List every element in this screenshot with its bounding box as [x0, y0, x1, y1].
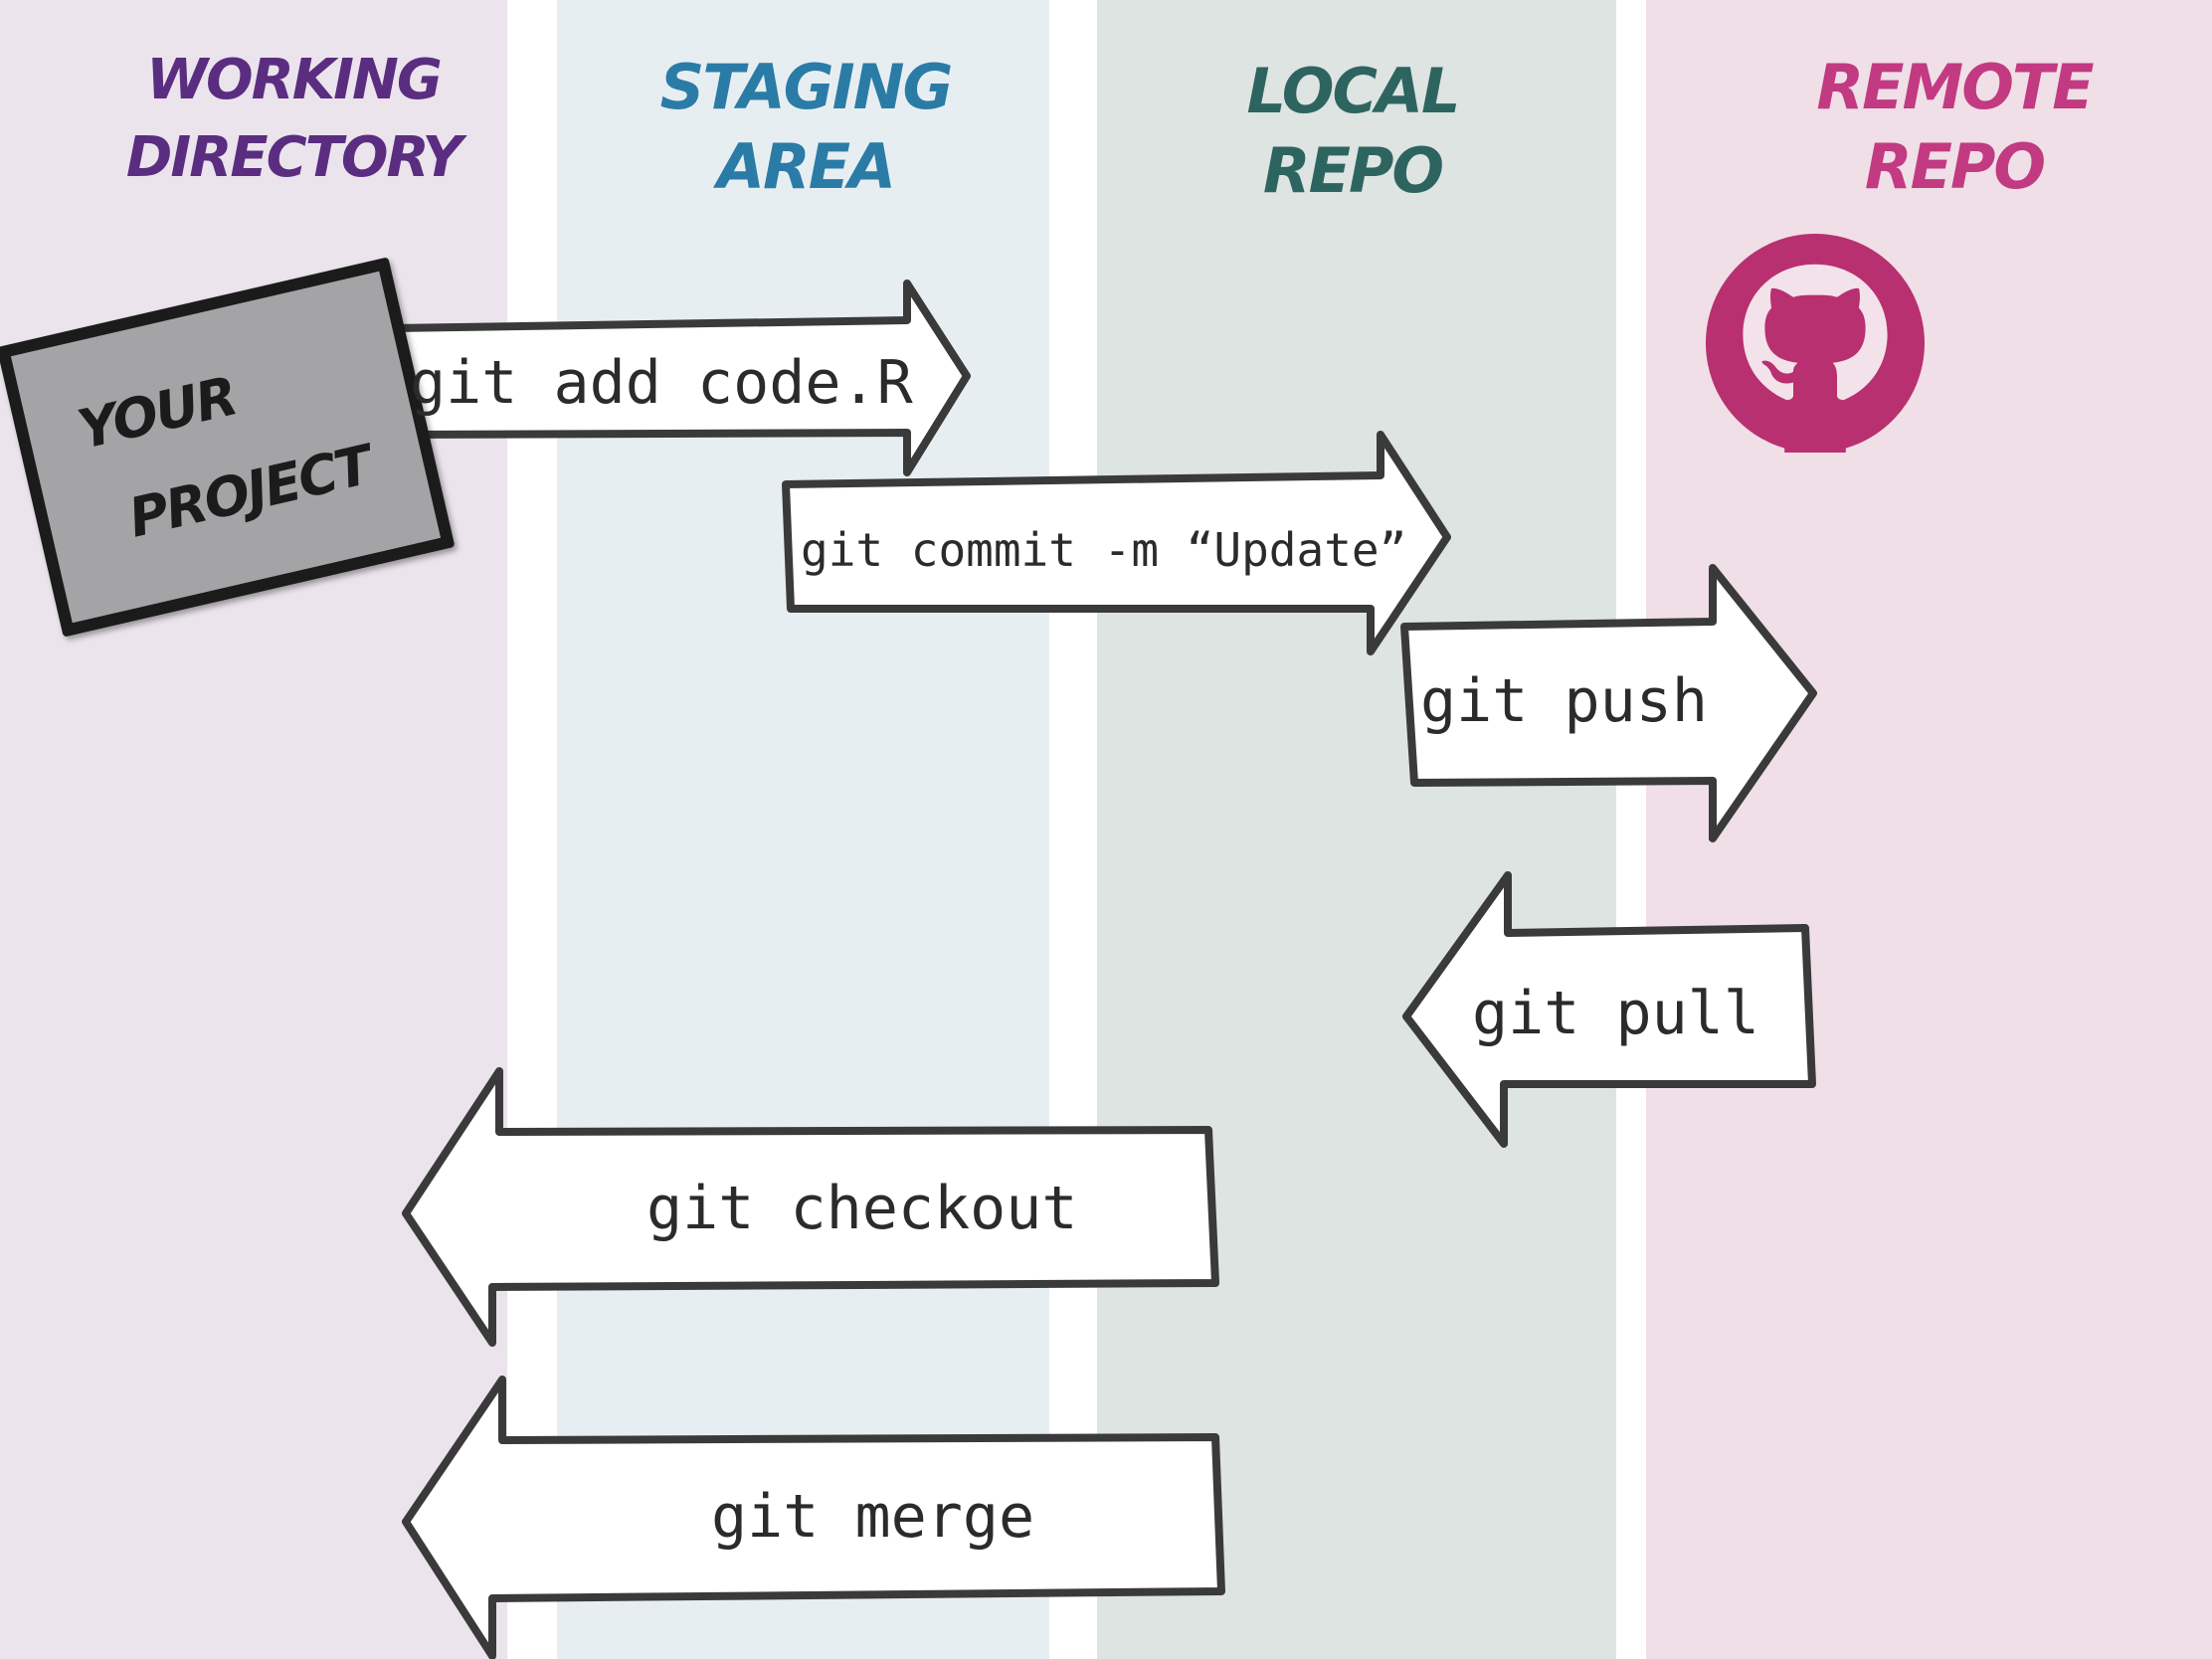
column-gap: [1616, 0, 1646, 1659]
heading-line: Remote: [1816, 51, 2094, 123]
git-merge-label: git merge: [711, 1482, 1035, 1552]
git-push-label: git push: [1420, 666, 1708, 736]
arrow-git-commit: [782, 431, 1451, 655]
heading-line: Area: [716, 130, 896, 203]
heading-line: Local: [1246, 55, 1461, 127]
git-pull-label: git pull: [1472, 979, 1759, 1048]
remote-repo-heading: Remote Repo: [1746, 48, 2163, 207]
local-repo-heading: Local Repo: [1164, 52, 1542, 211]
git-add-label: git add code.R: [410, 348, 913, 418]
heading-line: Repo: [1262, 134, 1444, 207]
arrow-git-pull: [1402, 871, 1816, 1148]
project-label: Your Project: [69, 317, 403, 574]
working-directory-column: [0, 0, 507, 1659]
heading-line: Repo: [1864, 130, 2046, 203]
arrow-git-checkout: [402, 1067, 1219, 1347]
arrow-git-merge: [402, 1376, 1225, 1659]
arrow-git-add: [389, 279, 971, 476]
git-checkout-label: git checkout: [646, 1174, 1078, 1243]
local-repo-column: [1049, 0, 1616, 1659]
arrow-git-push: [1400, 564, 1817, 842]
working-directory-heading: Working Directory: [104, 42, 482, 197]
github-octocat-icon: [1706, 234, 1925, 453]
staging-area-heading: Staging Area: [617, 48, 995, 207]
heading-line: Directory: [125, 125, 462, 190]
git-commit-label: git commit -m “Update”: [801, 523, 1407, 577]
staging-area-column: [507, 0, 1049, 1659]
heading-line: Working: [146, 48, 443, 112]
heading-line: Staging: [659, 51, 954, 123]
